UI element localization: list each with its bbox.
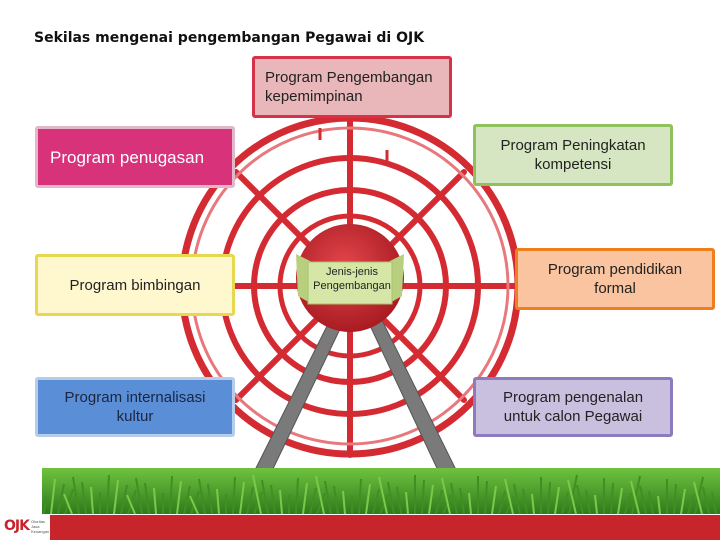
box-label-line2: untuk calon Pegawai [503, 408, 643, 425]
hub-ribbon [296, 254, 404, 305]
box-program-penugasan: Program penugasan [35, 126, 235, 188]
box-label-line1: Program internalisasi [64, 389, 206, 406]
hub-label: Jenis-jenis Pengembangan [300, 265, 404, 305]
box-label-line2: kultur [116, 408, 154, 425]
ojk-logo: OJK Otoritas Jasa Keuangan [4, 518, 51, 534]
box-label-line2: formal [594, 280, 636, 297]
box-program-kompetensi: Program Peningkatan kompetensi [473, 124, 673, 186]
box-label-line1: Program bimbingan [69, 276, 201, 294]
hub-label-line1: Jenis-jenis [326, 266, 378, 278]
box-program-internalisasi: Program internalisasi kultur [35, 377, 235, 437]
box-program-pengenalan: Program pengenalan untuk calon Pegawai [473, 377, 673, 437]
box-label-line1: Program Pengembangan [265, 69, 433, 86]
box-label-line1: Program penugasan [50, 147, 205, 167]
box-label-line2: kompetensi [534, 156, 612, 173]
box-label-line1: Program pengenalan [502, 389, 644, 406]
slide-title: Sekilas mengenai pengembangan Pegawai di… [34, 30, 425, 46]
gondola-hooks [318, 128, 389, 162]
box-label-line1: Program Peningkatan [500, 137, 646, 154]
box-program-pendidikan: Program pendidikan formal [515, 248, 715, 310]
hub-label-line2: Pengembangan [313, 280, 391, 292]
box-program-kepemimpinan: Program Pengembangan kepemimpinan [252, 56, 452, 118]
logo-subtitle: Otoritas Jasa Keuangan [30, 518, 50, 534]
box-label-line1: Program pendidikan [547, 261, 683, 278]
logo-mark: OJK [4, 518, 30, 534]
box-label-line2: kepemimpinan [265, 88, 363, 105]
grass-strip [42, 468, 720, 515]
box-program-bimbingan: Program bimbingan [35, 254, 235, 316]
footer-bar [50, 515, 720, 540]
